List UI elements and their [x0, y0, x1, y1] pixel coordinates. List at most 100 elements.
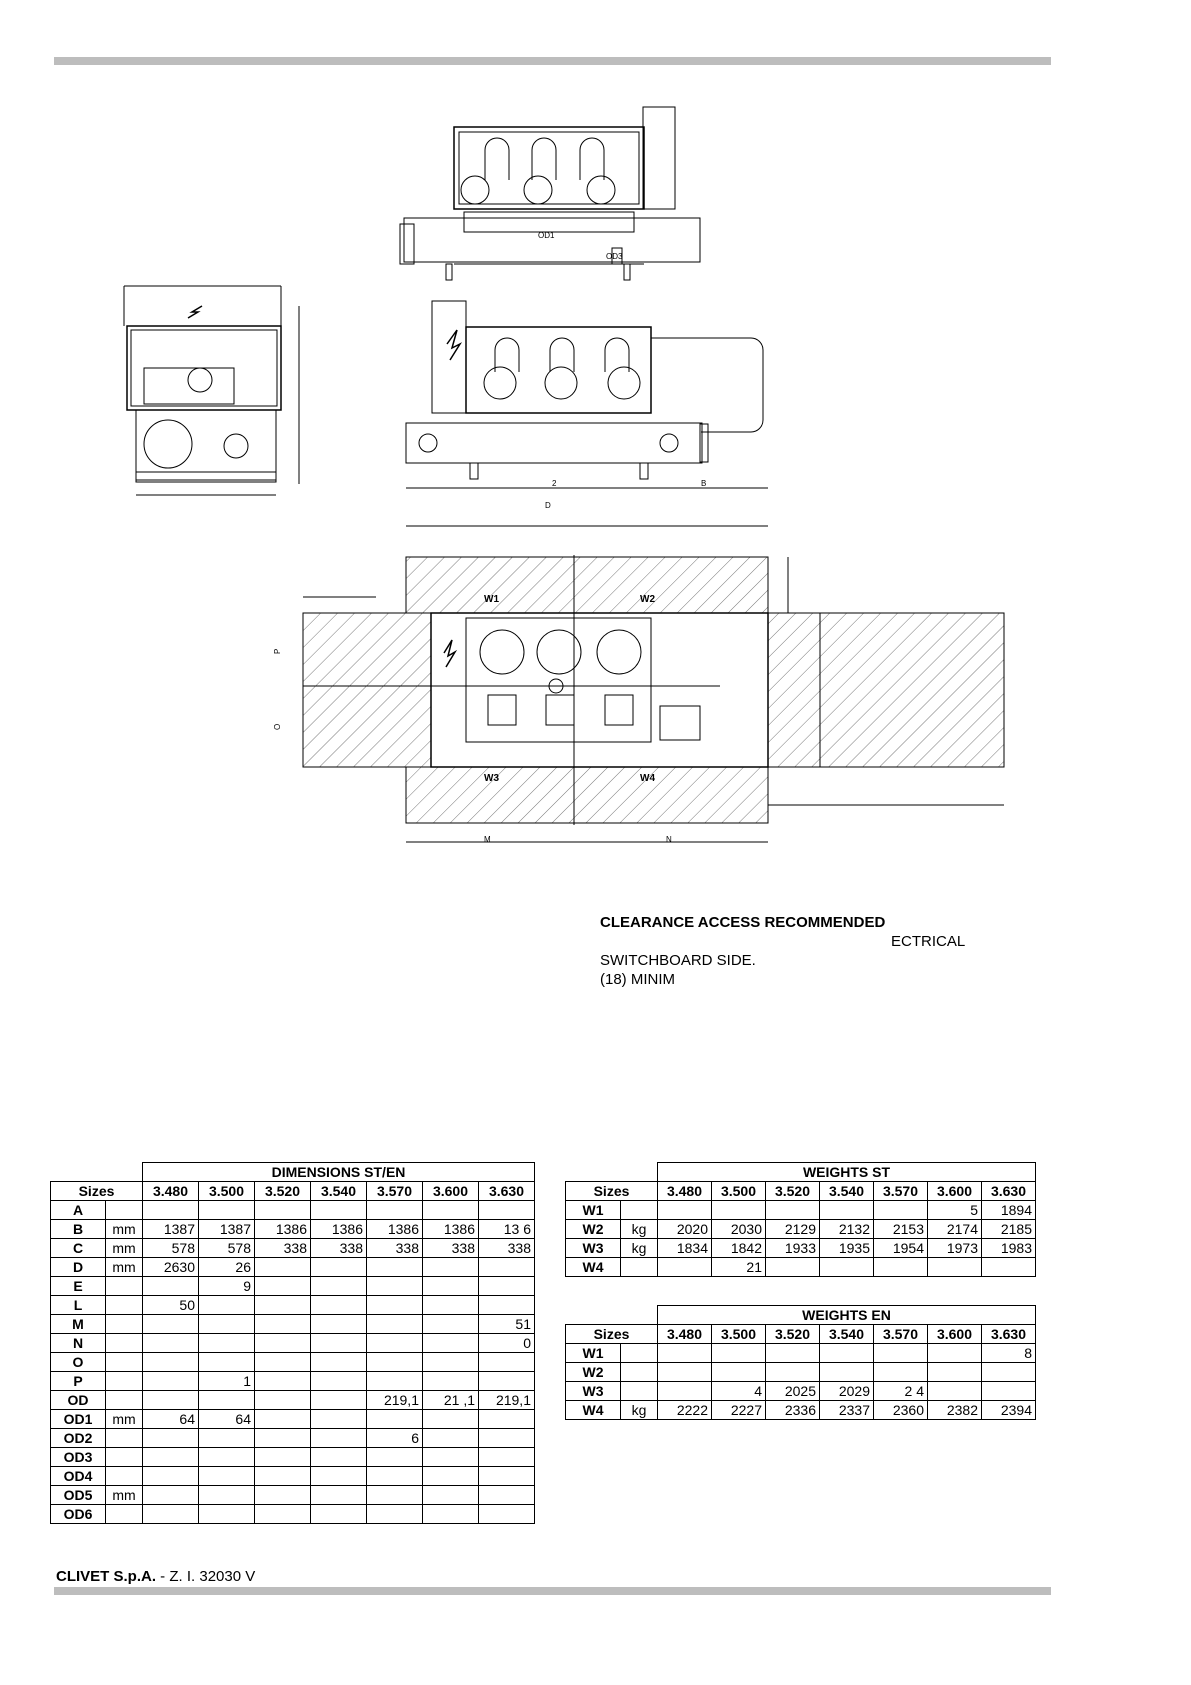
- size-column-header: 3.570: [873, 1324, 928, 1344]
- table-cell: [310, 1390, 367, 1410]
- table-cell: [254, 1200, 311, 1220]
- table-cell: [422, 1485, 479, 1505]
- table-cell: [366, 1371, 423, 1391]
- table-cell: 2174: [927, 1219, 982, 1239]
- row-label: OD1: [50, 1409, 106, 1429]
- table-cell: 2337: [819, 1400, 874, 1420]
- row-unit: kg: [620, 1219, 658, 1239]
- table-cell: [478, 1371, 535, 1391]
- table-cell: [422, 1257, 479, 1277]
- table-cell: [422, 1276, 479, 1296]
- size-column-header: 3.630: [981, 1324, 1036, 1344]
- table-cell: [422, 1504, 479, 1524]
- table-cell: 1387: [198, 1219, 255, 1239]
- table-cell: [478, 1276, 535, 1296]
- table-cell: [198, 1200, 255, 1220]
- table-cell: 1386: [254, 1219, 311, 1239]
- table-cell: 1983: [981, 1238, 1036, 1258]
- table-cell: [927, 1381, 982, 1401]
- size-column-header: 3.570: [873, 1181, 928, 1201]
- table-cell: 50: [142, 1295, 199, 1315]
- row-label: W2: [565, 1219, 621, 1239]
- table-cell: [366, 1333, 423, 1353]
- table-cell: [142, 1485, 199, 1505]
- table-cell: 2360: [873, 1400, 928, 1420]
- size-column-header: 3.600: [927, 1324, 982, 1344]
- size-column-header: 3.630: [478, 1181, 535, 1201]
- dim-p-label: P: [273, 649, 282, 654]
- sizes-header: Sizes: [565, 1181, 658, 1201]
- table-cell: 338: [422, 1238, 479, 1258]
- row-label: W1: [565, 1343, 621, 1363]
- table-cell: [198, 1314, 255, 1334]
- table-cell: [142, 1276, 199, 1296]
- table-cell: [478, 1428, 535, 1448]
- table-row: O: [50, 1352, 535, 1372]
- table-cell: [981, 1257, 1036, 1277]
- table-cell: 0: [478, 1333, 535, 1353]
- table-cell: [310, 1314, 367, 1334]
- side-view: [123, 285, 300, 496]
- row-unit: [105, 1371, 143, 1391]
- row-unit: [620, 1343, 658, 1363]
- row-unit: mm: [105, 1257, 143, 1277]
- row-label: OD2: [50, 1428, 106, 1448]
- table-cell: [142, 1314, 199, 1334]
- row-label: A: [50, 1200, 106, 1220]
- table-cell: 51: [478, 1314, 535, 1334]
- table-cell: [422, 1333, 479, 1353]
- table-cell: [310, 1352, 367, 1372]
- table-row: OD3: [50, 1447, 535, 1467]
- header-spacer: [566, 1163, 658, 1182]
- row-label: N: [50, 1333, 106, 1353]
- table-cell: [422, 1371, 479, 1391]
- table-title: WEIGHTS EN: [657, 1305, 1036, 1325]
- table-cell: [310, 1466, 367, 1486]
- table-cell: [198, 1390, 255, 1410]
- table-cell: [478, 1485, 535, 1505]
- table-cell: 64: [198, 1409, 255, 1429]
- table-row: OD2 6: [50, 1428, 535, 1448]
- row-unit: [105, 1352, 143, 1372]
- table-cell: 1842: [711, 1238, 766, 1258]
- table-cell: [366, 1257, 423, 1277]
- table-cell: [254, 1390, 311, 1410]
- table-cell: [819, 1343, 874, 1363]
- table-cell: [198, 1447, 255, 1467]
- header-spacer: [566, 1306, 658, 1325]
- row-unit: mm: [105, 1409, 143, 1429]
- table-cell: [198, 1295, 255, 1315]
- table-cell: [310, 1371, 367, 1391]
- table-cell: [422, 1428, 479, 1448]
- row-label: E: [50, 1276, 106, 1296]
- table-cell: [711, 1343, 766, 1363]
- table-cell: 2025: [765, 1381, 820, 1401]
- row-label: OD: [50, 1390, 106, 1410]
- row-unit: kg: [620, 1238, 658, 1258]
- table-cell: [254, 1371, 311, 1391]
- table-cell: [310, 1409, 367, 1429]
- company-address: - Z. I. 32030 V: [156, 1568, 256, 1585]
- table-cell: 1894: [981, 1200, 1036, 1220]
- row-unit: kg: [620, 1400, 658, 1420]
- table-cell: 6: [366, 1428, 423, 1448]
- row-label: OD4: [50, 1466, 106, 1486]
- table-cell: [981, 1362, 1036, 1382]
- table-cell: [422, 1447, 479, 1467]
- row-unit: [105, 1333, 143, 1353]
- table-row: OD4: [50, 1466, 535, 1486]
- table-cell: [478, 1257, 535, 1277]
- row-unit: [105, 1200, 143, 1220]
- table-cell: 578: [142, 1238, 199, 1258]
- row-label: W3: [565, 1238, 621, 1258]
